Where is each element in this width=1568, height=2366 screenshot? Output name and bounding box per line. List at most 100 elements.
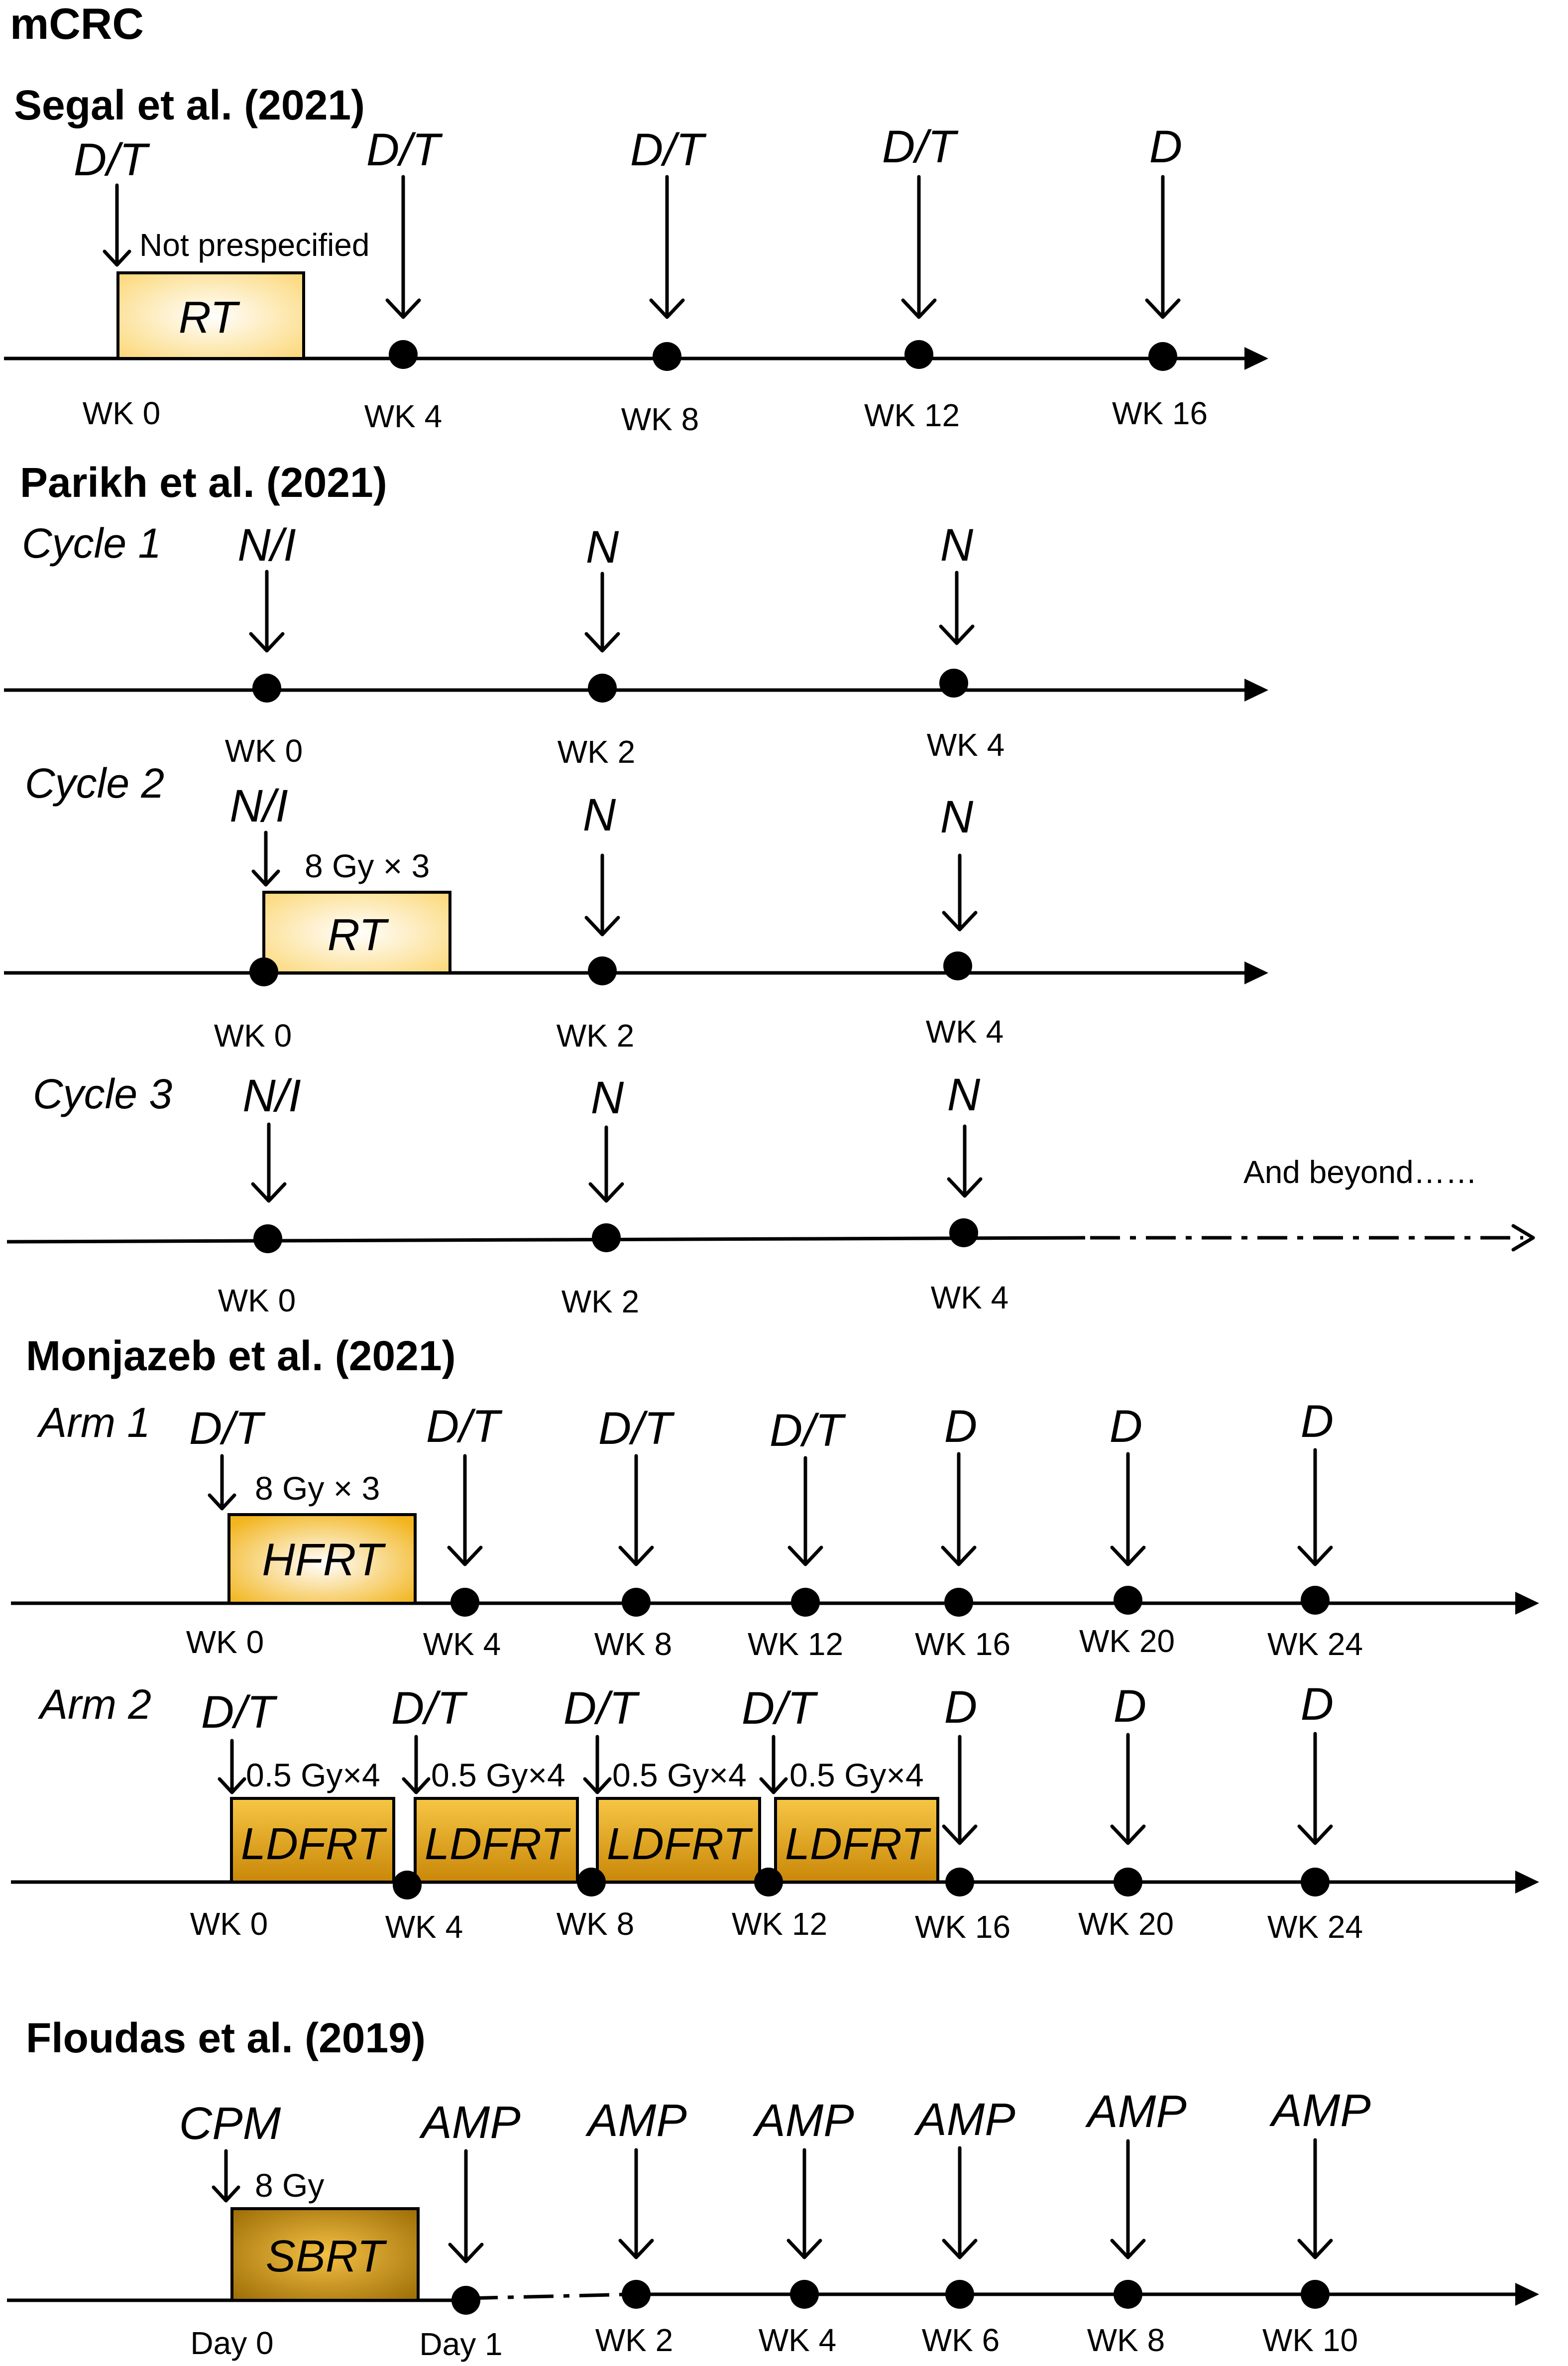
segal-rt-label: RT [179,293,240,343]
floudas-drug-label: AMP [1085,2086,1186,2137]
parikh-heading: Parikh et al. (2021) [20,459,387,506]
monjazeb-ldfrt-box [596,1797,761,1884]
monjazeb-arm2-drug-label: D [944,1682,977,1733]
parikh-drug-arrow [942,853,978,932]
floudas-drug-label: AMP [913,2094,1015,2145]
monjazeb-arm1-drug-label: D [1110,1401,1142,1452]
monjazeb-hfrt-box [227,1513,417,1605]
monjazeb-arm1-dot [791,1588,820,1617]
monjazeb-arm1-drug-arrow [1110,1452,1146,1566]
segal-timepoint-dot [904,340,933,369]
floudas-dose: 8 Gy [255,2167,324,2204]
monjazeb-arm1-drug-label: D [944,1401,977,1452]
monjazeb-arm2-week-label: WK 20 [1078,1906,1174,1942]
monjazeb-ldfrt-label: LDFRT [425,1819,571,1869]
segal-drug-arrow [1145,175,1181,319]
segal-drug-label: D/T [74,134,150,185]
parikh-drug-label: N [583,790,616,840]
monjazeb-arm1-drug-arrow [1297,1448,1333,1566]
monjazeb-ldfrt-label: LDFRT [785,1819,931,1869]
timeline-arrowhead [1244,679,1268,702]
floudas-dot [790,2280,819,2309]
parikh-rt-box [262,891,451,974]
monjazeb-arm2-drug-arrow [402,1735,431,1794]
segal-week-label: WK 0 [83,395,160,431]
floudas-week-label: Day 1 [419,2326,502,2362]
timeline-arrowhead [1515,2283,1539,2306]
floudas-sbrt-label: SBRT [266,2232,387,2281]
monjazeb-arm1-dot [622,1588,651,1617]
floudas-drug-label: CPM [179,2098,281,2149]
floudas-sbrt-box [230,2207,420,2302]
parikh-drug-label: N [940,520,974,571]
monjazeb-arm2-week-label: WK 16 [915,1909,1010,1945]
monjazeb-hfrt-label: HFRT [262,1535,386,1585]
parikh-timepoint-dot [939,669,968,698]
floudas-week-label: WK 2 [595,2322,673,2358]
parikh-cycle-label: Cycle 1 [22,520,161,567]
monjazeb-ldfrt-label: LDFRT [607,1819,753,1869]
parikh-drug-label: N [591,1072,624,1123]
parikh-timepoint-dot [253,1224,282,1253]
parikh-rt-label: RT [328,910,389,960]
timeline-arrowhead [1244,961,1268,984]
segal-drug-arrow [649,175,685,319]
monjazeb-arm2-week-label: WK 24 [1267,1909,1363,1945]
monjazeb-arm1-drug-label: D [1301,1396,1334,1447]
parikh-drug-label: N/I [237,520,296,571]
floudas-week-label: WK 10 [1262,2322,1358,2358]
monjazeb-arm1-dot [1114,1586,1142,1615]
monjazeb-arm2-dot [577,1868,606,1896]
monjazeb-arm2-week-label: WK 4 [385,1909,463,1945]
segal-drug-arrow [901,175,937,319]
monjazeb-arm2-week-label: WK 12 [732,1906,827,1942]
segal-week-label: WK 12 [864,397,960,433]
segal-timeline-arrowhead [1244,347,1268,370]
segal-week-label: WK 4 [364,398,442,434]
monjazeb-arm1-drug-arrow [208,1454,236,1511]
segal-drug-label: D/T [882,121,959,172]
monjazeb-arm1-drug-arrow [941,1452,977,1566]
floudas-drug-label: AMP [752,2095,854,2146]
segal-rt-box [116,271,305,360]
monjazeb-arm-label: Arm 2 [37,1681,151,1728]
monjazeb-section: Monjazeb et al. (2021) Arm 1 HFRT 8 Gy ×… [11,1332,1539,1945]
monjazeb-arm2-dot [393,1871,422,1899]
parikh-week-label: WK 2 [558,734,635,770]
segal-week-label: WK 8 [621,401,699,437]
parikh-cycle-label: Cycle 2 [25,760,164,807]
segal-drug-label: D/T [630,124,707,175]
parikh-drug-arrow [251,830,280,887]
floudas-drug-arrow [618,2148,654,2259]
parikh-cycle3-note: And beyond…… [1243,1154,1477,1190]
parikh-week-label: WK 2 [557,1018,634,1054]
parikh-timepoint-dot [943,951,972,980]
floudas-dot [1301,2280,1330,2309]
parikh-week-label: WK 4 [926,1014,1004,1050]
monjazeb-heading: Monjazeb et al. (2021) [26,1332,456,1379]
monjazeb-arm2-drug-arrow [759,1735,788,1794]
monjazeb-arm2-dot [754,1868,783,1896]
monjazeb-arm1-drug-arrow [447,1454,483,1566]
monjazeb-arm2-drug-label: D/T [742,1683,818,1734]
monjazeb-arm2-drug-label: D [1114,1681,1146,1732]
parikh-week-label: WK 2 [561,1284,639,1319]
parikh-drug-label: N [947,1069,981,1120]
segal-week-label: WK 16 [1112,395,1208,431]
floudas-week-label: Day 0 [190,2325,273,2361]
segal-drug-arrow [103,183,131,267]
segal-heading: Segal et al. (2021) [14,82,365,128]
parikh-timepoint-dot [588,674,617,703]
monjazeb-ldfrt-label: LDFRT [241,1819,387,1869]
floudas-dot [622,2280,651,2309]
segal-timepoint-dot [1148,342,1177,371]
floudas-drug-label: AMP [419,2097,520,2148]
monjazeb-arm2-drug-label: D/T [391,1683,468,1734]
parikh-section: Parikh et al. (2021) Cycle 1 N/I WK 0 N … [4,459,1535,1319]
monjazeb-ldfrt-box [230,1797,395,1884]
floudas-week-label: WK 6 [922,2322,1000,2358]
segal-timepoint-dot [389,340,418,369]
monjazeb-arm1-dot [944,1588,973,1617]
parikh-cycle3-open-arrowhead [1511,1224,1535,1252]
monjazeb-arm2-dot [1301,1868,1330,1896]
